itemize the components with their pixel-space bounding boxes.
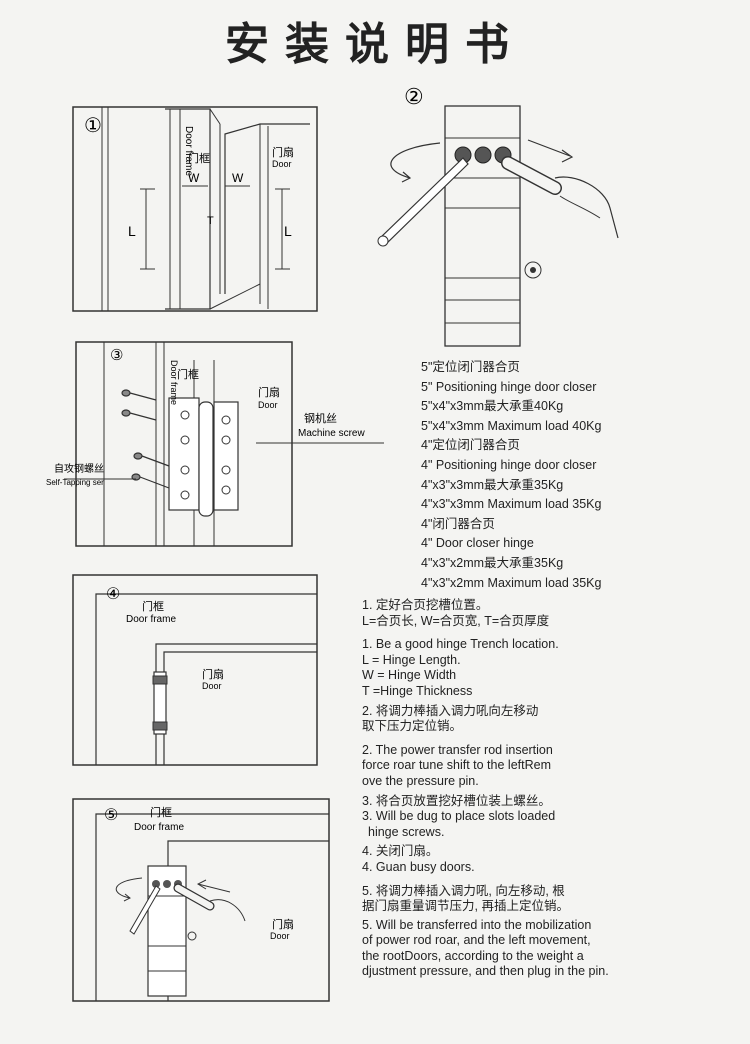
step-2-en: ove the pressure pin. <box>362 773 479 788</box>
spec-line: 5"定位闭门器合页 <box>421 360 520 374</box>
step-4-cn: 4. 关闭门扇。 <box>362 844 439 859</box>
step-2-cn: 2. 将调力棒插入调力吼向左移动 <box>362 703 539 718</box>
spec-line: 4" Positioning hinge door closer <box>421 457 597 472</box>
fig4-door-en: Door <box>202 681 222 691</box>
figure-5-adjust-closer: ⑤ 门框 Door frame 门扇 Door <box>70 796 332 1004</box>
step-1-en: 1. Be a good hinge Trench location. <box>362 637 559 652</box>
figure-4-door-frame: ④ 门框 Door frame 门扇 Door <box>70 572 320 768</box>
step-1-en: T =Hinge Thickness <box>362 683 473 698</box>
figure-1-hinge-dimensions: ① Door frame 门框 门扇 Door W W T L L <box>70 104 320 314</box>
fig1-l-right: L <box>284 223 292 239</box>
step-5-cn: 据门扇重量调节压力, 再插上定位销。 <box>362 899 569 914</box>
spec-line: 4"x3"x3mm最大承重35Kg <box>421 477 564 492</box>
fig3-machine-screw-en: Machine screw <box>298 428 365 439</box>
figure-3-hinge-screws: ③ Door frame 门框 门扇 Door 钢机丝 Machine scre… <box>44 340 394 550</box>
step-5-en: of power rod roar, and the left movement… <box>362 933 591 948</box>
fig5-door-en: Door <box>270 931 290 941</box>
fig3-door-frame-cn: 门框 <box>177 367 199 381</box>
step-5-en: djustment pressure, and then plug in the… <box>362 964 609 979</box>
spec-line: 4"定位闭门器合页 <box>421 438 520 453</box>
figure-3-number: ③ <box>110 347 123 364</box>
spec-line: 5" Positioning hinge door closer <box>421 379 597 394</box>
fig3-door-cn: 门扇 <box>258 385 280 399</box>
step-2-cn: 取下压力定位销。 <box>362 719 463 734</box>
fig3-door-en: Door <box>258 400 278 410</box>
figure-4-number: ④ <box>106 586 120 603</box>
figure-1-number: ① <box>84 115 102 137</box>
step-5-en: the rootDoors, according to the weight a <box>362 948 584 963</box>
fig1-t: T <box>207 215 214 227</box>
installation-steps: 1. 定好合页挖槽位置。 L=合页长, W=合页宽, T=合页厚度 1. Be … <box>362 598 742 980</box>
figure-2-number: ② <box>404 84 424 109</box>
step-2-en: 2. The power transfer rod insertion <box>362 742 553 757</box>
fig1-w-right: W <box>232 171 244 185</box>
step-3-en: 3. Will be dug to place slots loaded <box>362 809 556 824</box>
fig4-door-frame-cn: 门框 <box>142 599 164 613</box>
spec-line: 4"x3"x2mm Maximum load 35Kg <box>421 575 602 590</box>
step-1-en: L = Hinge Length. <box>362 652 461 667</box>
fig1-door-frame-en: Door frame <box>183 126 194 176</box>
spec-line: 4"闭门器合页 <box>421 516 495 531</box>
step-1-cn: 1. 定好合页挖槽位置。 <box>362 598 489 612</box>
step-5-cn: 5. 将调力棒插入调力吼, 向左移动, 根 <box>362 883 565 898</box>
fig3-self-tapping-en: Self-Tapping ser <box>46 478 104 487</box>
spec-line: 4" Door closer hinge <box>421 536 534 551</box>
fig1-w-left: W <box>188 171 200 185</box>
spec-line: 5"x4"x3mm Maximum load 40Kg <box>421 418 602 433</box>
step-4-en: 4. Guan busy doors. <box>362 859 475 874</box>
spec-line: 5"x4"x3mm最大承重40Kg <box>421 399 564 414</box>
fig4-door-frame-en: Door frame <box>126 614 176 625</box>
page-title: 安装说明书 <box>225 19 525 70</box>
fig3-door-frame-en: Door frame <box>169 360 179 405</box>
hinge-spec-list: 5"定位闭门器合页 5" Positioning hinge door clos… <box>421 358 741 593</box>
fig1-l-left: L <box>128 223 136 239</box>
fig5-door-cn: 门扇 <box>272 917 294 931</box>
spec-line: 4"x3"x2mm最大承重35Kg <box>421 555 564 570</box>
fig1-door-en: Door <box>272 159 292 169</box>
fig4-door-cn: 门扇 <box>202 667 224 681</box>
fig5-door-frame-cn: 门框 <box>150 805 172 819</box>
figure-2-closer-rod: ② <box>370 78 650 358</box>
step-1-cn: L=合页长, W=合页宽, T=合页厚度 <box>362 613 550 628</box>
fig3-machine-screw-cn: 钢机丝 <box>304 411 337 425</box>
step-1-en: W = Hinge Width <box>362 668 457 683</box>
fig1-door-cn: 门扇 <box>272 145 294 159</box>
step-3-cn: 3. 将合页放置挖好槽位装上螺丝。 <box>362 793 551 808</box>
fig1-door-frame-cn: 门框 <box>188 151 210 165</box>
fig5-door-frame-en: Door frame <box>134 822 184 833</box>
step-3-en: hinge screws. <box>368 824 445 839</box>
figure-5-number: ⑤ <box>104 807 118 824</box>
step-2-en: force roar tune shift to the leftRem <box>362 758 551 773</box>
spec-line: 4"x3"x3mm Maximum load 35Kg <box>421 497 602 512</box>
fig3-self-tapping-cn: 自攻钢螺丝 <box>54 462 104 475</box>
step-5-en: 5. Will be transferred into the mobiliza… <box>362 917 592 932</box>
